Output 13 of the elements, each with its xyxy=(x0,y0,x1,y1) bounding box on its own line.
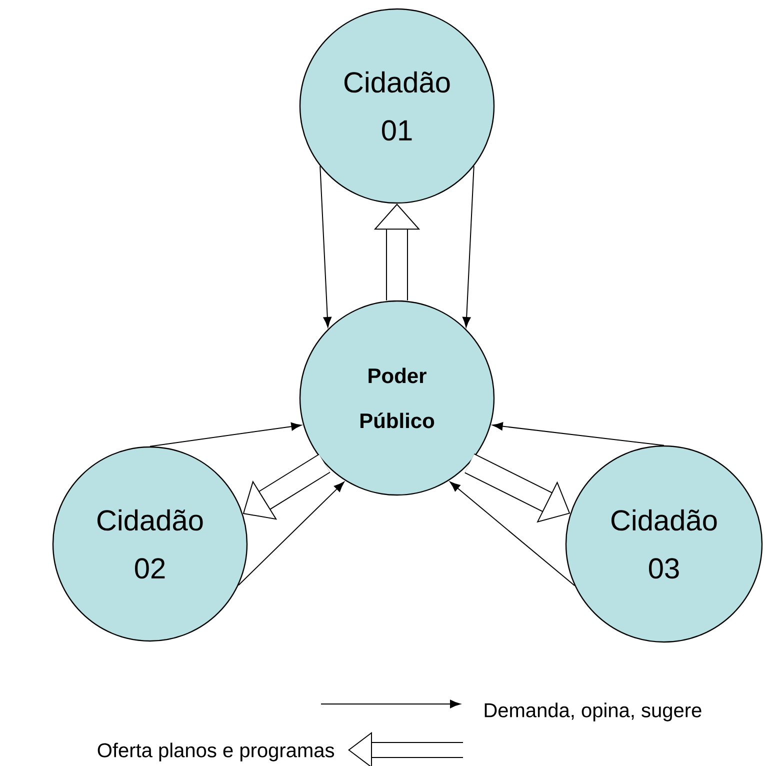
block-arrow xyxy=(242,454,330,520)
circle-node: Cidadão 01 xyxy=(299,8,495,204)
arrow xyxy=(450,482,576,586)
circle-node: Cidadão 03 xyxy=(565,445,763,643)
legend-text: Demanda, opina, sugere xyxy=(484,702,702,722)
circle-node: Cidadão 02 xyxy=(52,446,248,642)
arrow xyxy=(462,166,474,328)
legend-text: Oferta planos e programas xyxy=(98,742,334,762)
arrow xyxy=(320,166,332,328)
arrow xyxy=(492,422,664,446)
arrow xyxy=(238,482,344,586)
arrow xyxy=(150,422,302,447)
circle-node: Poder Público xyxy=(299,300,495,496)
